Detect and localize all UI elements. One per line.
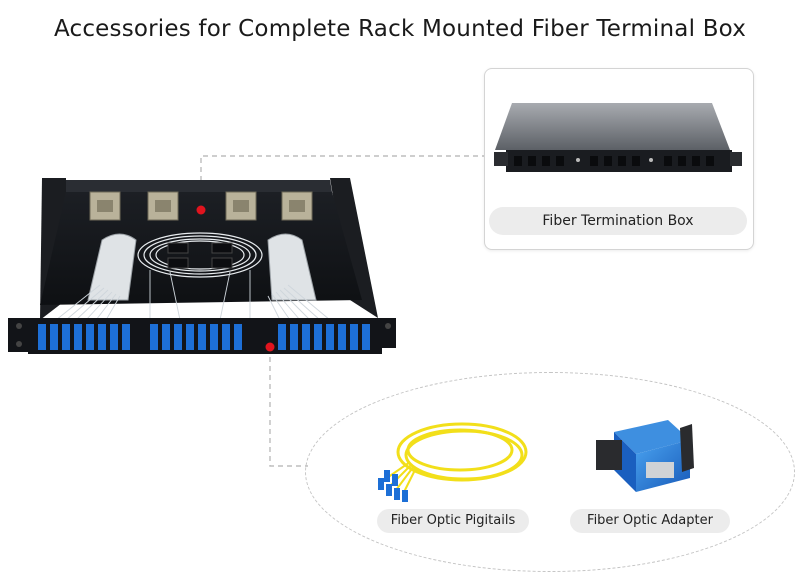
rear-adapters [89, 191, 313, 221]
marker-dot-box [196, 205, 206, 215]
splice-holders [87, 233, 317, 301]
fanout-fibers [55, 270, 331, 321]
connector-line-accessories [269, 348, 308, 467]
page-title: Accessories for Complete Rack Mounted Fi… [53, 16, 747, 42]
marker-dot-accessories [265, 342, 275, 352]
fiber-routing-loops [137, 232, 263, 278]
adapter-label: Fiber Optic Adapter [570, 509, 730, 533]
pigtails-label: Fiber Optic Pigitails [377, 509, 529, 533]
sc-adapter-row [38, 324, 370, 350]
accessories-group-ellipse [305, 372, 795, 572]
rack-fiber-box-image [8, 178, 396, 354]
termination-box-label: Fiber Termination Box [489, 207, 747, 235]
